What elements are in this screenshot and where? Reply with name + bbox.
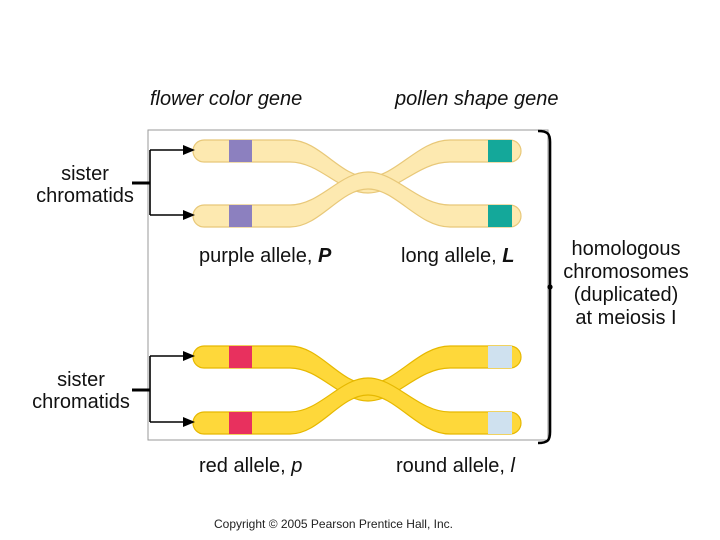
round-allele-label: round allele, l xyxy=(396,455,515,477)
red-allele-label: red allele, p xyxy=(199,455,302,477)
frame-box xyxy=(147,129,549,441)
arrow-head-bottom-2 xyxy=(183,417,195,427)
bottom-chromatid-2 xyxy=(192,377,522,435)
round-allele-band-1 xyxy=(488,346,512,368)
round-allele-text: round allele, xyxy=(396,455,511,477)
homologous-chromosomes-label: homologous chromosomes (duplicated) at m… xyxy=(548,238,704,330)
homologous-line-2: chromosomes xyxy=(563,261,689,283)
purple-allele-band-1 xyxy=(229,140,252,162)
long-allele-band-2 xyxy=(488,205,512,227)
pollen-shape-gene-label: pollen shape gene xyxy=(395,88,559,110)
sister-chromatids-top-line-1: sister xyxy=(61,163,109,185)
sister-chromatids-bottom-line-1: sister xyxy=(57,369,105,391)
sister-chromatids-top-line-2: chromatids xyxy=(36,185,134,207)
purple-allele-text: purple allele, xyxy=(199,245,318,267)
long-allele-symbol: L xyxy=(502,245,515,267)
purple-allele-symbol: P xyxy=(317,245,332,267)
bracket-point xyxy=(547,284,553,290)
arrow-head-bottom-1 xyxy=(183,351,195,361)
bottom-sister-arrows xyxy=(132,355,186,423)
red-allele-band-2 xyxy=(229,412,252,434)
top-sister-arrows xyxy=(132,149,186,216)
round-allele-symbol: l xyxy=(510,455,515,477)
homologous-line-4: at meiosis I xyxy=(575,307,677,329)
flower-color-gene-label: flower color gene xyxy=(150,88,303,110)
sister-chromatids-bottom-line-2: chromatids xyxy=(32,391,130,413)
long-allele-text: long allele, xyxy=(401,245,503,267)
copyright-notice: Copyright © 2005 Pearson Prentice Hall, … xyxy=(214,517,453,531)
bottom-chromosome-pair xyxy=(192,345,522,435)
arrow-head-top-2 xyxy=(183,210,195,220)
purple-allele-band-2 xyxy=(229,205,252,227)
round-allele-band-2 xyxy=(488,412,512,434)
top-chromatid-2 xyxy=(192,171,522,228)
sister-chromatids-top-label: sister chromatids xyxy=(22,163,148,207)
arrow-head-top-1 xyxy=(183,145,195,155)
long-allele-band-1 xyxy=(488,140,512,162)
sister-chromatids-bottom-label: sister chromatids xyxy=(18,369,144,413)
top-chromosome-pair xyxy=(192,139,522,228)
long-allele-label: long allele, L xyxy=(401,245,514,267)
homologous-line-1: homologous xyxy=(571,238,681,260)
red-allele-symbol: p xyxy=(291,455,303,477)
purple-allele-label: purple allele, P xyxy=(199,245,331,267)
red-allele-band-1 xyxy=(229,346,252,368)
red-allele-text: red allele, xyxy=(199,455,292,477)
homologous-line-3: (duplicated) xyxy=(573,284,679,306)
